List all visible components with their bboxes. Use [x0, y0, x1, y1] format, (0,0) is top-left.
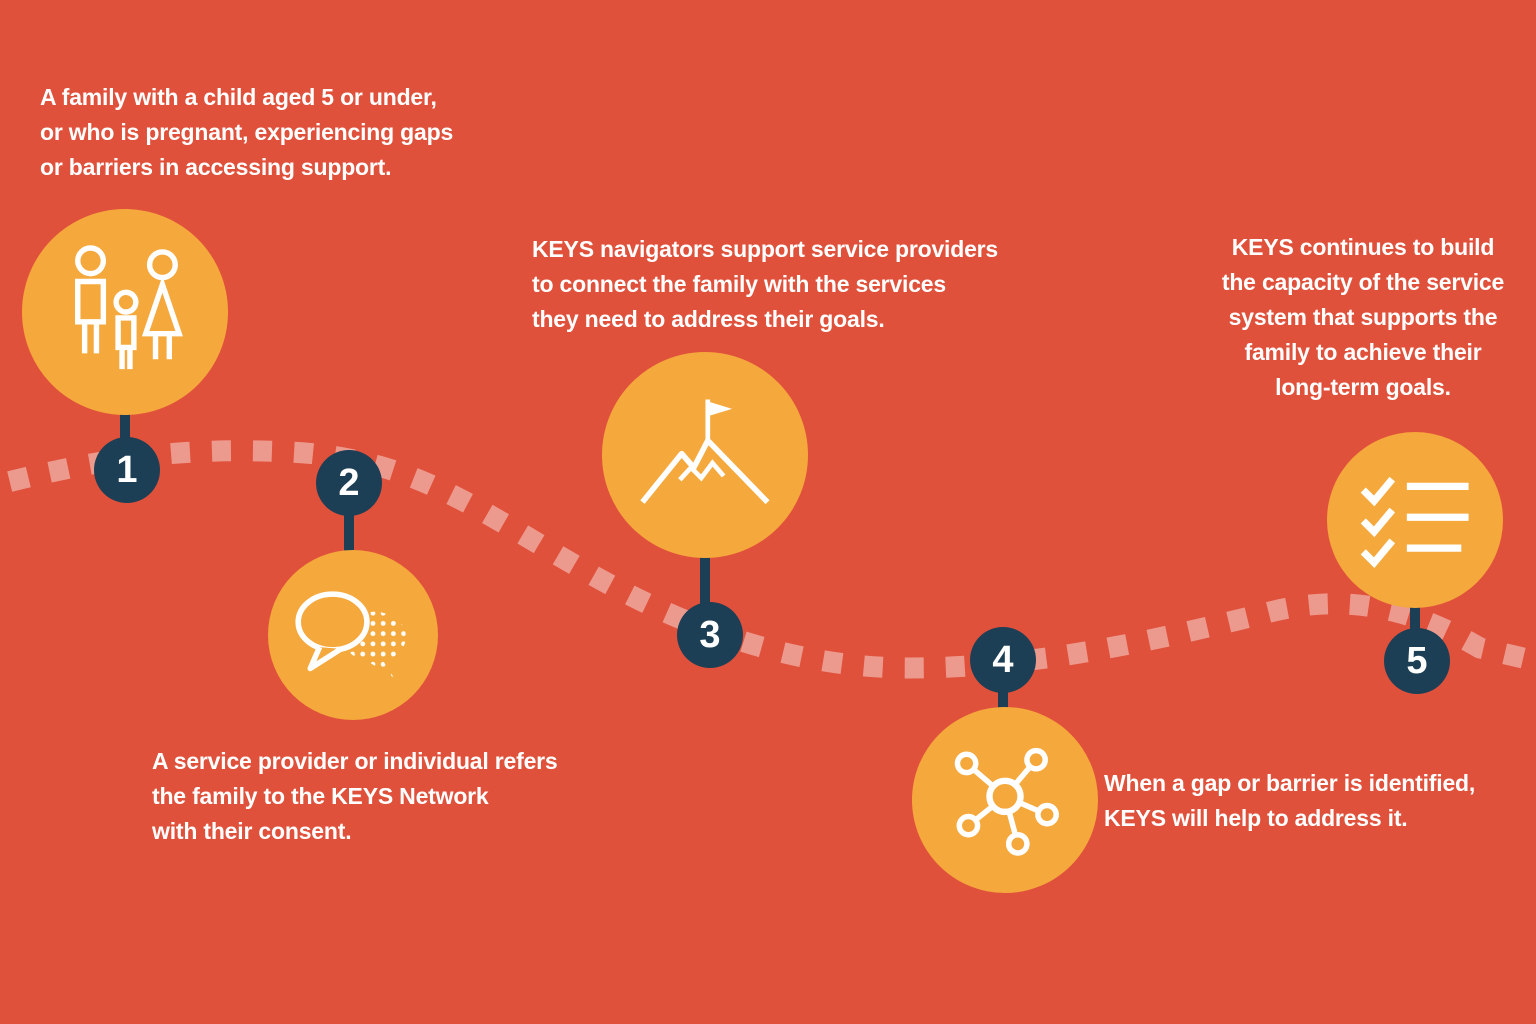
- step-4-number: 4: [992, 638, 1014, 681]
- step-2-icon-circle: [268, 550, 438, 720]
- step-1-number-badge: 1: [94, 437, 160, 503]
- step-1-description: A family with a child aged 5 or under, o…: [40, 84, 454, 180]
- connector-stem-3: [700, 548, 710, 610]
- step-3-description: KEYS navigators support service provider…: [532, 236, 999, 332]
- network-icon: [954, 747, 1059, 856]
- step-5-icon-circle: [1327, 432, 1503, 608]
- speech-bubbles-icon: [295, 591, 406, 678]
- step-2-number-badge: 2: [316, 450, 382, 516]
- step-5-description: KEYS continues to build the capacity of …: [1221, 234, 1505, 400]
- step-4-description: When a gap or barrier is identified, KEY…: [1104, 770, 1476, 831]
- step-1-icon-circle: [22, 209, 228, 415]
- step-2-number: 2: [338, 461, 360, 504]
- step-4-icon-circle: [912, 707, 1098, 893]
- step-4-number-badge: 4: [970, 627, 1036, 693]
- step-3-number-badge: 3: [677, 602, 743, 668]
- connector-stem-5: [1410, 598, 1420, 634]
- connector-stem-2: [344, 500, 354, 558]
- connector-stem-4: [998, 682, 1008, 714]
- step-5-number-badge: 5: [1384, 628, 1450, 694]
- step-3-icon-circle: [602, 352, 808, 558]
- step-2-description: A service provider or individual refers …: [152, 748, 558, 844]
- step-3-number: 3: [699, 613, 721, 656]
- checklist-icon: [1360, 476, 1469, 569]
- connector-stem-1: [120, 400, 130, 446]
- step-5-number: 5: [1406, 639, 1428, 682]
- mountain-flag-icon: [640, 399, 770, 504]
- family-icon: [75, 244, 183, 369]
- step-1-number: 1: [116, 448, 138, 491]
